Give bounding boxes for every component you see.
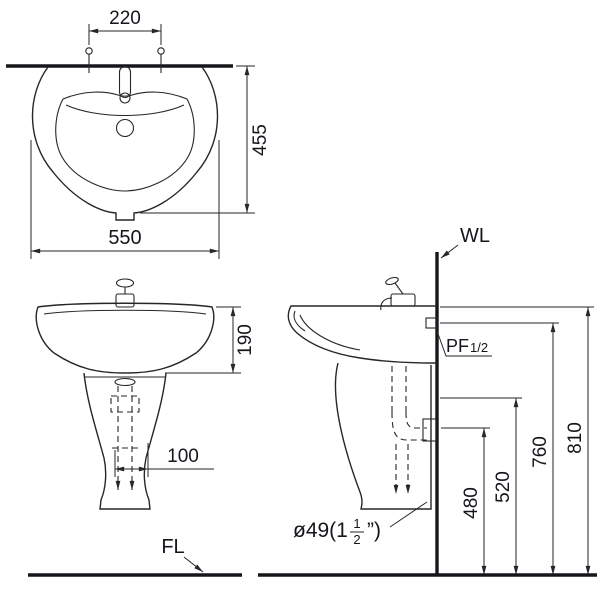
dim-label-480: 480 bbox=[461, 487, 482, 519]
basin-side-bowl-line bbox=[299, 314, 361, 351]
hidden-piping-side bbox=[391, 366, 427, 494]
dim-label-455: 455 bbox=[250, 124, 271, 156]
floor-line-label: FL bbox=[161, 536, 184, 558]
basin-outer-outline bbox=[31, 66, 219, 221]
faucet-front bbox=[115, 278, 135, 308]
faucet-hole-right bbox=[157, 47, 165, 73]
top-view: 220 455 550 bbox=[6, 8, 271, 259]
drain-label-leader bbox=[389, 501, 428, 528]
dim-label-810: 810 bbox=[565, 422, 586, 454]
drain-label-prefix: ø49(1 bbox=[293, 519, 348, 542]
basin-side-outline bbox=[287, 305, 438, 364]
basin-side-rim-line bbox=[293, 310, 306, 332]
front-view: 190 100 FL bbox=[28, 278, 256, 577]
dim-label-550: 550 bbox=[108, 227, 141, 249]
wall-label-leader bbox=[440, 244, 459, 259]
drain-label-suffix: ”) bbox=[367, 519, 381, 542]
basin-deck-curve bbox=[65, 104, 185, 117]
wall-drain-fitting bbox=[422, 418, 437, 442]
drain-fraction-numerator: 1 bbox=[353, 516, 360, 531]
floor-label-leader bbox=[183, 556, 204, 573]
supply-label: PF bbox=[446, 336, 469, 356]
wall-line-label: WL bbox=[460, 225, 490, 247]
drain-flange bbox=[114, 377, 136, 387]
faucet-slot-end bbox=[119, 92, 131, 104]
supply-stub bbox=[425, 317, 438, 329]
drain-fraction-denominator: 2 bbox=[353, 532, 360, 547]
basin-inner-bowl bbox=[55, 91, 195, 192]
drain-size-label: ø49(1 1 2 ”) bbox=[293, 501, 428, 547]
drain-hole bbox=[115, 118, 135, 138]
dim-label-760: 760 bbox=[530, 436, 551, 468]
pedestal-side-outline bbox=[334, 362, 432, 510]
supply-label-leader bbox=[436, 330, 492, 357]
supply-label-size: 1/2 bbox=[470, 340, 488, 355]
hidden-piping-front bbox=[110, 386, 140, 490]
dim-label-100: 100 bbox=[167, 446, 199, 467]
basin-rim-line bbox=[43, 309, 207, 315]
faucet-slot bbox=[118, 65, 132, 99]
dim-label-520: 520 bbox=[493, 471, 514, 503]
side-view: WL PF 1/2 bbox=[258, 225, 597, 577]
dim-label-190: 190 bbox=[235, 324, 256, 356]
dim-label-220: 220 bbox=[109, 8, 141, 29]
pedestal-front-outline bbox=[83, 372, 167, 510]
basin-front-outline bbox=[35, 302, 215, 374]
faucet-side bbox=[380, 276, 416, 311]
faucet-hole-left bbox=[85, 47, 93, 73]
